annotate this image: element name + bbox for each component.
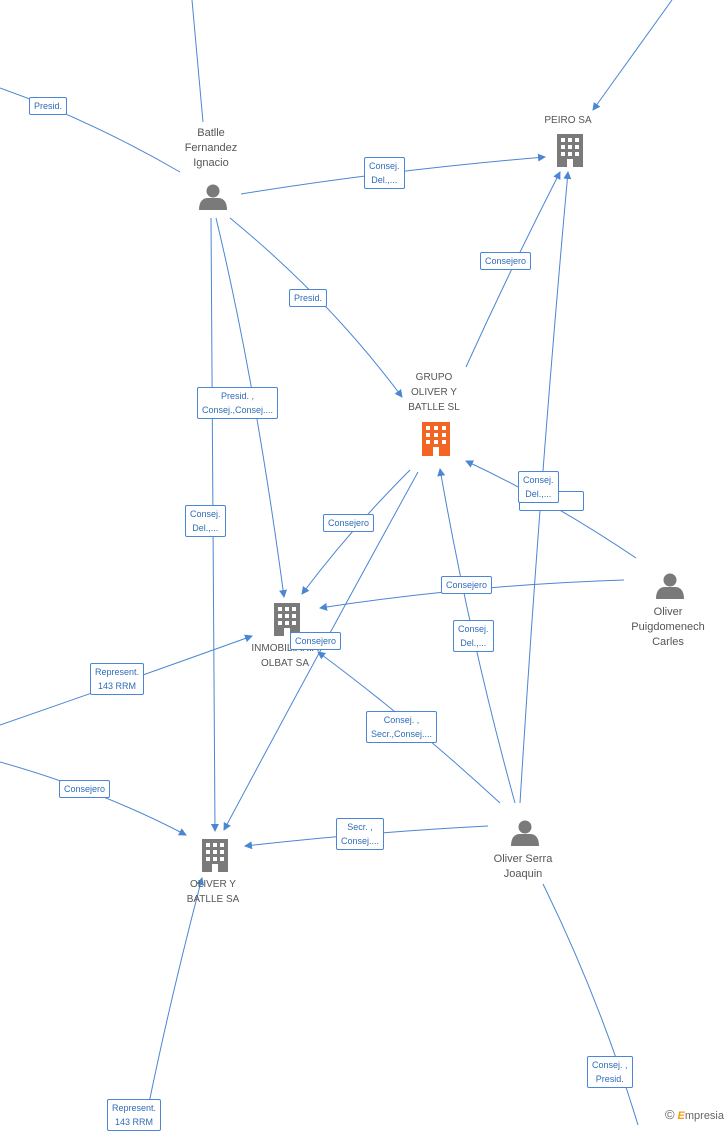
node-label-peiro[interactable]: PEIRO SA: [544, 113, 591, 128]
edge-label-line: Presid. ,: [221, 391, 255, 401]
node-label-line: INMOBILIARIA: [251, 643, 319, 654]
edge-serra-bottom: [542, 883, 639, 1125]
edge-label-line: Consej. ,: [592, 1060, 628, 1070]
node-label-line: Ignacio: [193, 157, 229, 169]
edge-label-presid[interactable]: Presid.: [29, 97, 68, 115]
edge-label-line: Consejero: [64, 784, 106, 794]
node-label-line: OLBAT SA: [261, 658, 309, 669]
edge-label-presid-consej[interactable]: Presid. , Consej.,Consej....: [197, 387, 279, 419]
node-label-line: Oliver Serra: [493, 853, 553, 865]
person-icon-batlle: [199, 184, 227, 210]
building-icon-inmob: [274, 603, 300, 636]
edge-label-line: Consejero: [328, 518, 370, 528]
node-label-serra[interactable]: Oliver Serra Joaquin: [494, 852, 553, 882]
edge-label-consej-del[interactable]: Consej. Del.,...: [185, 505, 226, 537]
edge-label-line: Presid.: [595, 1074, 624, 1084]
node-label-line: BATLLE SL: [408, 402, 460, 413]
edge-label-line: Consej....: [341, 836, 380, 846]
node-label-line: Puigdomenech: [631, 621, 705, 633]
node-label-line: PEIRO SA: [544, 115, 592, 126]
person-icon-serra: [511, 820, 539, 846]
node-label-line: Fernandez: [184, 142, 238, 154]
person-icon-puig: [656, 573, 684, 599]
brand-initial: E: [677, 1110, 685, 1122]
edge-label-line: Consej. ,: [383, 715, 420, 725]
edge-label-consej-del[interactable]: Consej. Del.,...: [453, 620, 494, 652]
node-label-grupo[interactable]: GRUPO OLIVER Y BATLLE SL: [408, 370, 460, 415]
node-label-line: Carles: [652, 636, 684, 648]
edge-label-line: Del.,...: [192, 523, 219, 533]
edge-label-represent[interactable]: Represent. 143 RRM: [90, 663, 145, 695]
node-label-line: GRUPO: [415, 372, 453, 383]
empresia-logo: ©Empresia: [665, 1107, 724, 1122]
edge-label-line: Secr. ,: [347, 822, 373, 832]
edge-label-line: Consejero: [446, 580, 488, 590]
edge-label-line: Del.,...: [460, 638, 487, 648]
brand-name: mpresia: [684, 1110, 724, 1122]
edge-label-line: Consejero: [485, 256, 527, 266]
node-label-inmob[interactable]: INMOBILIARIA OLBAT SA: [251, 641, 318, 671]
edge-label-line: Presid.: [294, 293, 323, 303]
edge-label-consejero[interactable]: Consejero: [441, 576, 493, 594]
building-icon-grupo: [422, 422, 450, 456]
edge-label-line: Consej.: [190, 509, 221, 519]
edge-label-represent[interactable]: Represent. 143 RRM: [107, 1099, 162, 1131]
node-label-batlle[interactable]: Batlle Fernandez Ignacio: [185, 126, 238, 171]
edge-top-peiro: [592, 0, 673, 111]
edge-label-consej-secr[interactable]: Consej. , Secr.,Consej....: [366, 711, 438, 743]
node-label-line: Batlle: [197, 127, 225, 139]
node-label-line: Joaquin: [503, 868, 543, 880]
edge-label-line: Del.,...: [525, 489, 552, 499]
edge-top-batlle: [191, 0, 204, 123]
edge-label-presid[interactable]: Presid.: [289, 289, 328, 307]
edge-label-line: Consej.: [458, 624, 489, 634]
copyright-symbol: ©: [664, 1107, 675, 1122]
edge-label-line: 143 RRM: [98, 681, 137, 691]
edge-label-line: Consejero: [295, 636, 337, 646]
edge-label-line: Presid.: [34, 101, 63, 111]
node-label-line: Oliver: [653, 606, 683, 618]
edges: [0, 0, 673, 1125]
edge-label-line: Consej.: [369, 161, 400, 171]
edge-left-batlle: [0, 87, 181, 173]
edge-grupo-oliversa: [223, 471, 419, 831]
edge-label-consejero[interactable]: Consejero: [323, 514, 375, 532]
edge-label-consej-del[interactable]: Consej. Del.,...: [518, 471, 559, 503]
edge-label-consej-del[interactable]: Consej. Del.,...: [364, 157, 405, 189]
edge-label-line: Consej.,Consej....: [202, 405, 274, 415]
edge-label-line: Del.,...: [371, 175, 398, 185]
edge-grupo-inmob: [301, 469, 411, 595]
node-label-oliversa[interactable]: OLIVER Y BATLLE SA: [187, 877, 240, 907]
building-icon-oliversa: [202, 839, 228, 872]
node-label-line: BATLLE SA: [186, 894, 240, 905]
edge-label-line: Secr.,Consej....: [371, 729, 433, 739]
edge-label-consej-presid[interactable]: Consej. , Presid.: [587, 1056, 633, 1088]
node-label-line: OLIVER Y: [411, 387, 457, 398]
edge-label-secr-consej[interactable]: Secr. , Consej....: [336, 818, 385, 850]
edge-batlle-grupo: [229, 217, 403, 398]
edge-label-line: Consej.: [523, 475, 554, 485]
edge-label-consejero[interactable]: Consejero: [59, 780, 111, 798]
edge-label-line: Represent.: [112, 1103, 157, 1113]
edge-bottom-oliversa: [147, 877, 205, 1109]
edge-label-consejero[interactable]: Consejero: [290, 632, 342, 650]
edge-label-consejero[interactable]: Consejero: [480, 252, 532, 270]
node-label-line: OLIVER Y: [190, 879, 236, 890]
edge-label-line: 143 RRM: [115, 1117, 154, 1127]
edge-left-oliversa: [0, 761, 187, 836]
node-label-puig[interactable]: Oliver Puigdomenech Carles: [631, 605, 704, 650]
edge-label-line: Represent.: [95, 667, 140, 677]
building-icon-peiro: [557, 134, 583, 167]
